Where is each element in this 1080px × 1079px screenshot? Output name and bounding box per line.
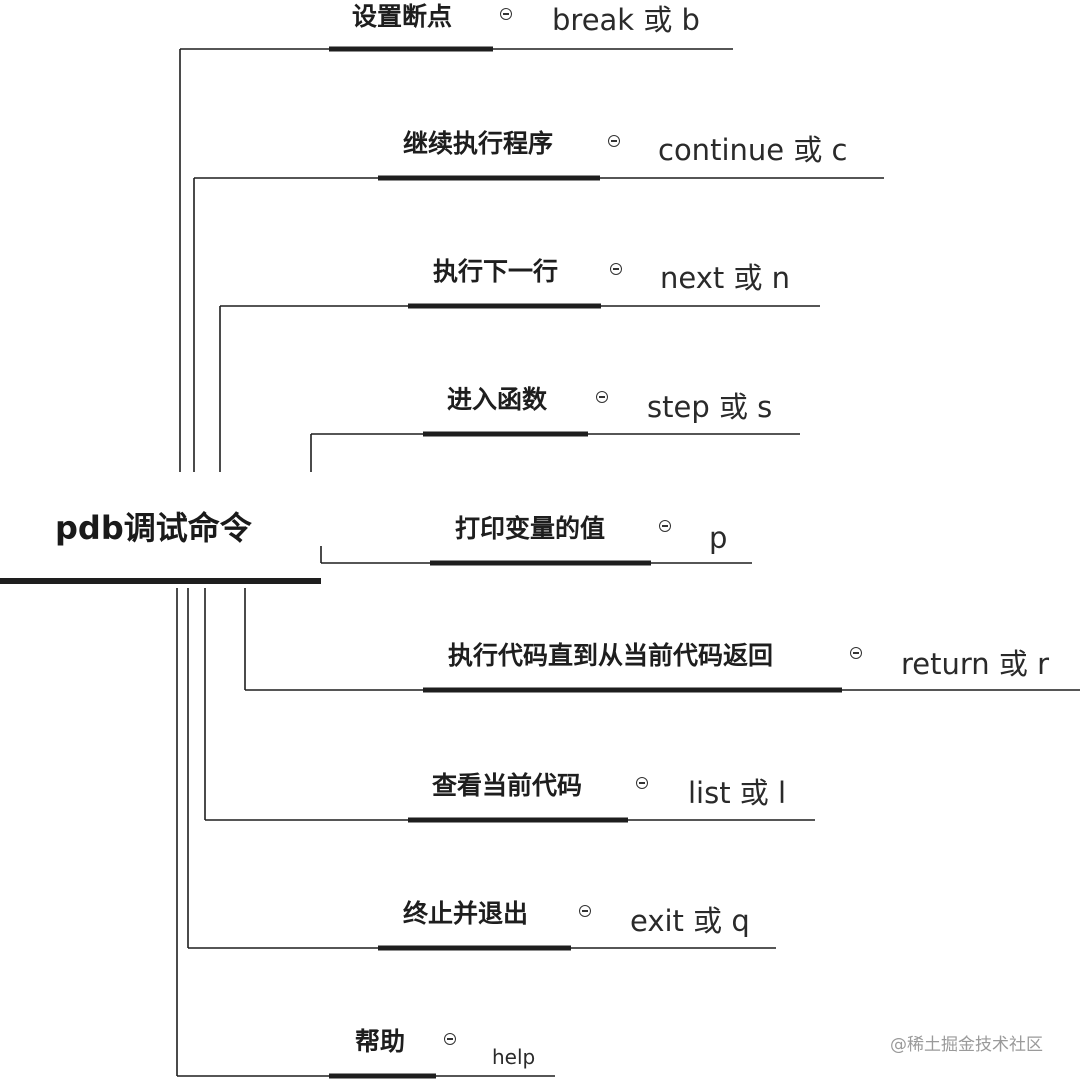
branch-2-command: continue 或 c [658,133,848,167]
branch-5-collapse-minus-icon[interactable] [659,520,671,532]
branch-8-collapse-minus-icon[interactable] [579,905,591,917]
branch-5-label: 打印变量的值 [455,514,606,543]
branch-6-collapse-minus-icon[interactable] [850,647,862,659]
branch-5-command: p [709,521,728,555]
branch-4-collapse-minus-icon[interactable] [596,391,608,403]
branch-2-label: 继续执行程序 [403,129,554,158]
branch-9-command: help [492,1045,536,1069]
root-node-label: pdb调试命令 [55,509,252,547]
branch-6-command: return 或 r [901,647,1050,681]
branch-3-collapse-minus-icon[interactable] [610,263,622,275]
watermark: @稀土掘金技术社区 [890,1035,1043,1055]
branch-7-label: 查看当前代码 [432,771,583,800]
branch-9-collapse-minus-icon[interactable] [444,1033,456,1045]
branch-1-collapse-minus-icon[interactable] [500,8,512,20]
branch-1-command: break 或 b [552,3,700,37]
branch-7-collapse-minus-icon[interactable] [636,777,648,789]
branch-8-command: exit 或 q [630,904,750,938]
branch-4-command: step 或 s [647,390,773,424]
branch-3-command: next 或 n [660,261,791,295]
branch-3-label: 执行下一行 [433,257,559,286]
branch-1-label: 设置断点 [352,2,453,31]
branch-6-label: 执行代码直到从当前代码返回 [448,641,774,670]
branch-9-label: 帮助 [355,1027,406,1056]
branch-2-collapse-minus-icon[interactable] [608,135,620,147]
branch-8-label: 终止并退出 [403,899,529,928]
branch-4-label: 进入函数 [447,385,548,414]
branch-7-command: list 或 l [688,776,787,810]
